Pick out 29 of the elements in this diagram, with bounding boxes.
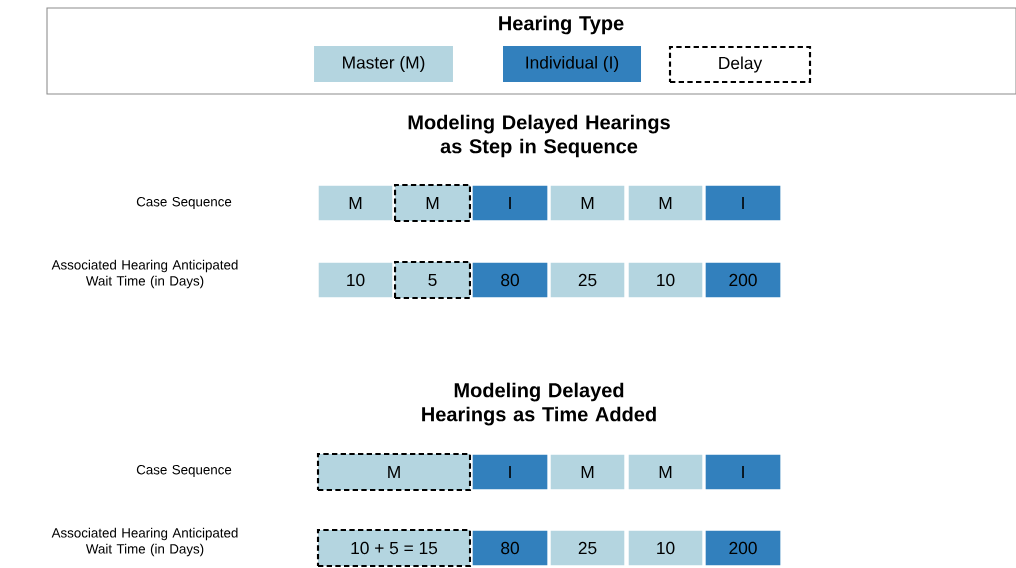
sequence-cell: M [627, 453, 704, 491]
sequence-cell: M [317, 184, 394, 222]
sequence-cell: M [549, 184, 626, 222]
delayed-cell: 10 + 5 = 15 [316, 528, 472, 568]
legend-heading: Hearing Type [499, 15, 624, 35]
sequence-cell: 80 [471, 529, 549, 567]
sequence-cell: I [471, 184, 549, 222]
sequence-cell: M [549, 453, 626, 491]
row-label: Case Sequence [136, 196, 232, 210]
row-label: Associated Hearing Anticipated Wait Time (in Days) [51, 259, 238, 289]
sequence-cell: 80 [471, 261, 549, 299]
delayed-cell: M [316, 452, 472, 492]
sequence-cell: 10 [627, 529, 704, 567]
sequence-cell: M [627, 184, 704, 222]
section-heading: Modeling Delayed Hearings as Step in Sequence [408, 114, 670, 158]
sequence-cell: I [704, 184, 782, 222]
delayed-cell: M [393, 183, 472, 223]
row-label: Associated Hearing Anticipated Wait Time (in Days) [51, 527, 238, 557]
sequence-cell: 10 [317, 261, 394, 299]
delayed-cell: 5 [393, 260, 472, 300]
sequence-cell: I [471, 453, 549, 491]
sequence-cell: 25 [549, 261, 626, 299]
sequence-cell: 200 [704, 529, 782, 567]
sequence-cell: 25 [549, 529, 626, 567]
section-heading: Modeling Delayed Hearings as Time Added [422, 382, 656, 426]
row-label: Case Sequence [136, 464, 232, 478]
sequence-cell: 10 [627, 261, 704, 299]
sequence-cell: 200 [704, 261, 782, 299]
sequence-cell: I [704, 453, 782, 491]
